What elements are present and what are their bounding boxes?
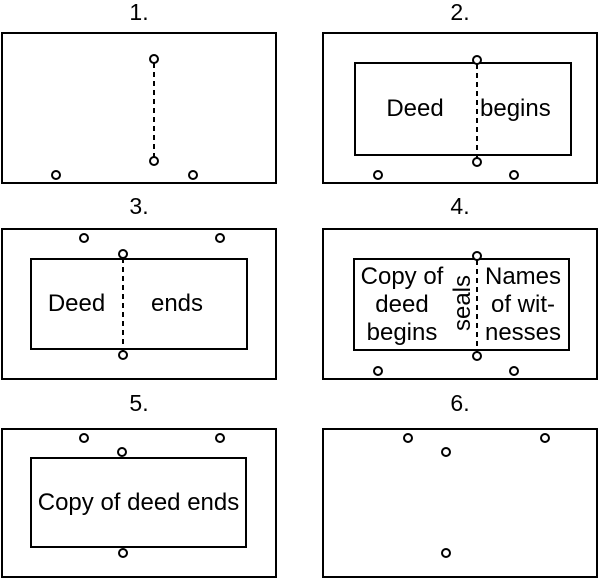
deed-outline: [353, 258, 570, 351]
punch-hole: [118, 350, 128, 360]
panel-4-label: 4.: [450, 193, 470, 219]
punch-hole: [118, 548, 128, 558]
punch-hole: [509, 170, 519, 180]
deed-text: Deed: [47, 290, 106, 317]
panel-5-label: 5.: [129, 390, 149, 416]
panel-3-label: 3.: [129, 193, 149, 219]
text-line: Names: [484, 262, 562, 290]
deed-outline: [30, 457, 247, 548]
punch-hole: [472, 157, 482, 167]
deed-text: Deed: [386, 95, 444, 122]
punch-hole: [149, 156, 159, 166]
punch-hole: [188, 170, 198, 180]
punch-hole: [51, 170, 61, 180]
seals-text: seals: [449, 274, 476, 332]
text-line: Copy of: [360, 262, 444, 290]
fold-line: [476, 260, 478, 352]
sheet-outline: [322, 428, 598, 578]
text-line: of wit-: [490, 290, 555, 318]
punch-hole: [403, 433, 413, 443]
fold-line: [122, 258, 124, 351]
text-line: begins: [366, 318, 438, 346]
panel-2-label: 2.: [450, 0, 470, 25]
panel-1-label: 1.: [129, 0, 149, 25]
punch-hole: [540, 433, 550, 443]
punch-hole: [149, 54, 159, 64]
punch-hole: [472, 55, 482, 65]
deed-outline: [30, 258, 248, 350]
fold-line: [153, 63, 155, 157]
text-line: nesses: [484, 318, 562, 346]
copy-of-deed-ends-text: Copy of deed ends: [37, 488, 240, 516]
copy-of-deed-begins-text: Copy of deed begins: [355, 259, 449, 350]
sheet-outline: [1, 32, 277, 184]
punch-hole: [509, 366, 519, 376]
deed-outline: [354, 62, 572, 156]
punch-hole: [472, 251, 482, 261]
text-line: deed: [375, 290, 429, 318]
ends-text: ends: [150, 290, 204, 317]
punch-hole: [118, 249, 128, 259]
punch-hole: [215, 233, 225, 243]
panel-6-label: 6.: [450, 390, 470, 416]
punch-hole: [441, 548, 451, 558]
punch-hole: [79, 233, 89, 243]
punch-hole: [215, 433, 225, 443]
punch-hole: [373, 366, 383, 376]
punch-hole: [373, 170, 383, 180]
punch-hole: [117, 447, 127, 457]
punch-hole: [472, 351, 482, 361]
fold-line: [476, 64, 478, 158]
punch-hole: [79, 433, 89, 443]
names-of-witnesses-text: Names of wit- nesses: [478, 259, 568, 350]
punch-hole: [441, 447, 451, 457]
begins-text: begins: [480, 95, 551, 122]
